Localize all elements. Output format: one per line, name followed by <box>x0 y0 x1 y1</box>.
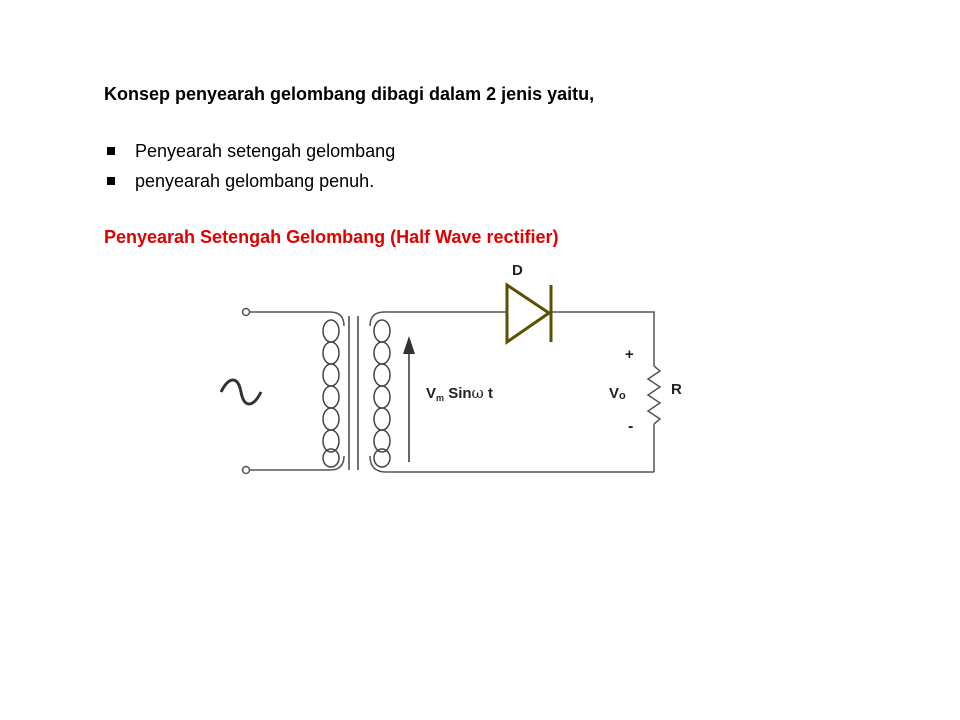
minus-label: - <box>628 418 633 435</box>
input-wire-bottom <box>250 455 345 471</box>
square-bullet-icon <box>107 177 115 185</box>
secondary-wire-top <box>369 311 507 327</box>
secondary-wire-bottom <box>369 455 654 473</box>
square-bullet-icon <box>107 147 115 155</box>
input-wire-top <box>250 311 345 327</box>
list-item-label: penyearah gelombang penuh. <box>135 171 375 191</box>
plus-label: + <box>625 346 634 363</box>
slide-heading: Konsep penyearah gelombang dibagi dalam … <box>104 84 595 104</box>
secondary-coil <box>373 319 391 468</box>
output-voltage-label: Vo <box>609 385 626 402</box>
resistor-label: R <box>671 381 682 398</box>
resistor-icon <box>646 365 662 425</box>
primary-coil <box>322 319 340 468</box>
ac-source-icon <box>219 378 263 406</box>
list-item-label: Penyearah setengah gelombang <box>135 141 396 161</box>
input-terminal-bottom <box>241 465 251 475</box>
list-item: Penyearah setengah gelombang <box>104 140 395 170</box>
diode-triangle-icon <box>505 282 552 345</box>
diode-label: D <box>512 262 523 279</box>
output-wire-top <box>552 311 655 366</box>
list-item: penyearah gelombang penuh. <box>104 170 395 200</box>
secondary-voltage-label: Vm Sinω t <box>426 384 493 403</box>
voltage-arrow-head-icon <box>403 336 415 354</box>
input-terminal-top <box>241 307 251 317</box>
rectifier-type-list: Penyearah setengah gelombang penyearah g… <box>104 140 395 200</box>
section-subheading: Penyearah Setengah Gelombang (Half Wave … <box>104 227 559 247</box>
